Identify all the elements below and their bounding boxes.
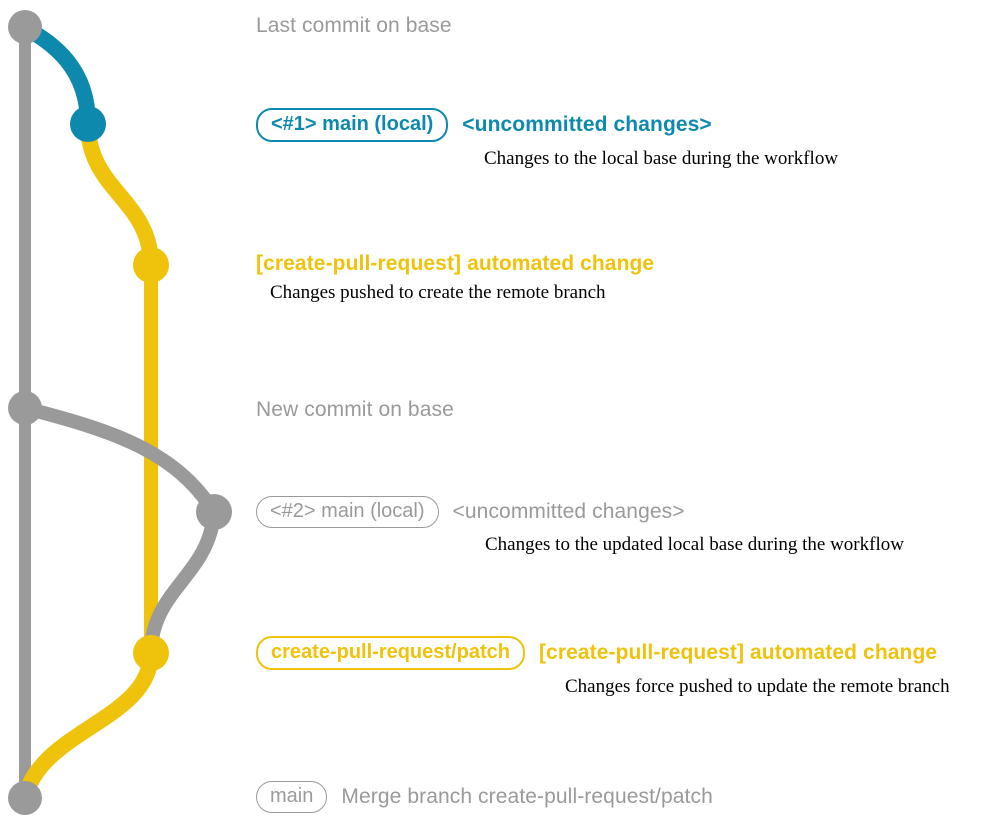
commit-node-automated-change-2[interactable] <box>133 635 169 671</box>
commit-node-merge[interactable] <box>8 781 42 815</box>
entry-subtitle-local-1: Changes to the local base during the wor… <box>484 148 839 169</box>
entry-row-automated-change-2: create-pull-request/patch [create-pull-r… <box>256 636 950 670</box>
annotation-last-commit-on-base: Last commit on base <box>256 14 452 38</box>
commit-node-automated-change-1[interactable] <box>133 247 169 283</box>
entry-title-last-commit-on-base: Last commit on base <box>256 14 452 37</box>
edge-local2-to-remote2 <box>144 505 221 660</box>
edge-remote2-to-merge <box>17 645 159 806</box>
entry-subtitle-local-2: Changes to the updated local base during… <box>485 534 904 555</box>
entry-row-local-2: <#2> main (local) <uncommitted changes> <box>256 496 904 528</box>
commit-node-new-commit-on-base[interactable] <box>8 391 42 425</box>
commit-node-local-1[interactable] <box>70 106 106 142</box>
annotation-automated-change-1: [create-pull-request] automated change C… <box>256 252 654 304</box>
entry-title-automated-change-1: [create-pull-request] automated change <box>256 252 655 275</box>
commit-node-local-2[interactable] <box>196 494 232 530</box>
branch-badge-create-pull-request-patch[interactable]: create-pull-request/patch <box>256 636 525 670</box>
annotation-local-2: <#2> main (local) <uncommitted changes> … <box>256 496 904 556</box>
entry-subtitle-automated-change-2: Changes force pushed to update the remot… <box>565 676 950 697</box>
entry-title-new-commit-on-base: New commit on base <box>256 398 454 421</box>
commit-node-last-commit-on-base[interactable] <box>8 10 42 44</box>
entry-title-local-1: <uncommitted changes> <box>462 113 712 136</box>
branch-badge-local-2[interactable]: <#2> main (local) <box>256 496 439 528</box>
entry-row-merge: main Merge branch create-pull-request/pa… <box>256 781 713 813</box>
annotation-new-commit-on-base: New commit on base <box>256 398 454 422</box>
entry-title-local-2: <uncommitted changes> <box>452 500 685 523</box>
entry-title-automated-change-2: [create-pull-request] automated change <box>538 641 938 664</box>
annotation-automated-change-2: create-pull-request/patch [create-pull-r… <box>256 636 950 698</box>
edge-base2-to-local2 <box>18 401 221 519</box>
entry-row-local-1: <#1> main (local) <uncommitted changes> <box>256 108 838 142</box>
entry-title-merge: Merge branch create-pull-request/patch <box>341 785 713 808</box>
annotation-merge: main Merge branch create-pull-request/pa… <box>256 781 713 813</box>
entry-subtitle-automated-change-1: Changes pushed to create the remote bran… <box>270 282 606 303</box>
branch-badge-local-1[interactable]: <#1> main (local) <box>256 108 449 142</box>
annotation-local-1: <#1> main (local) <uncommitted changes> … <box>256 108 838 170</box>
edge-local1-to-remote1 <box>80 116 159 273</box>
branch-badge-main[interactable]: main <box>256 781 328 813</box>
